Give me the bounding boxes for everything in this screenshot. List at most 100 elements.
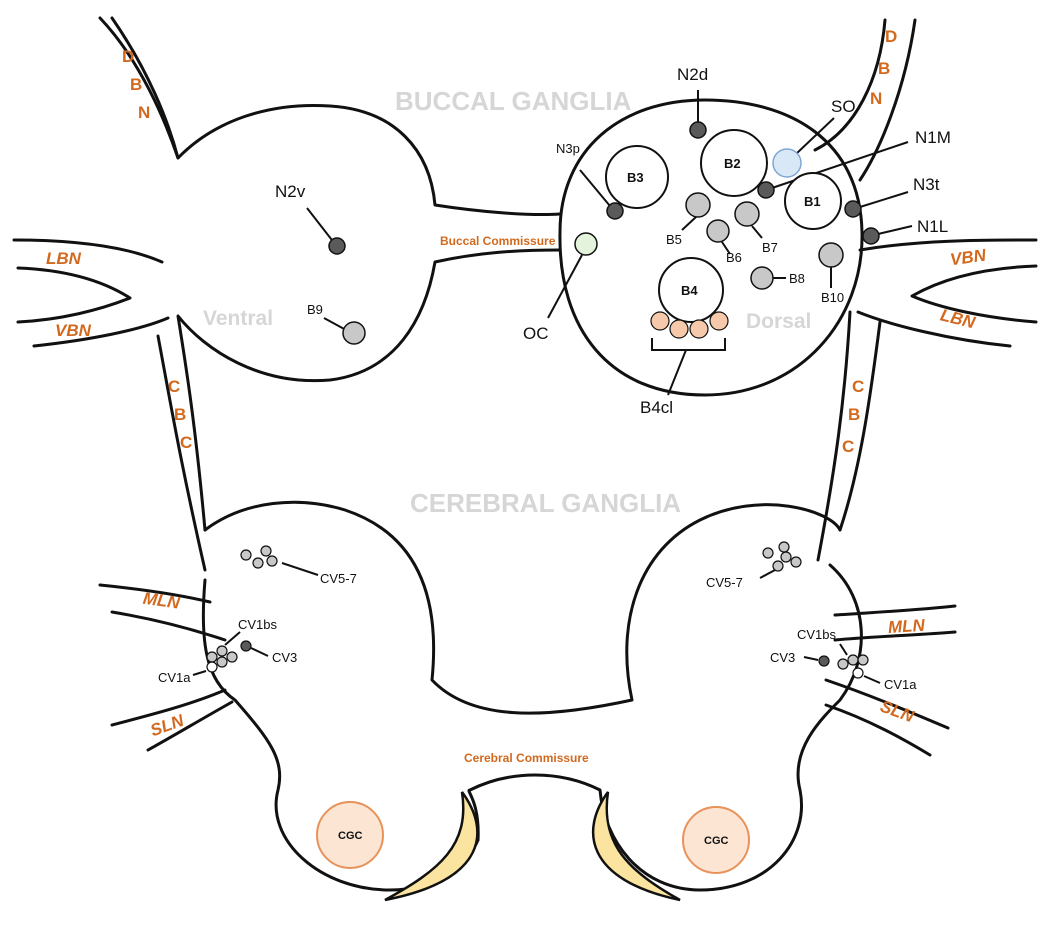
dbn-right-n: N	[870, 89, 882, 108]
ventral-label: Ventral	[203, 307, 273, 330]
right-cerebral-arms-top	[835, 606, 955, 615]
cv1bs-right-label: CV1bs	[797, 627, 837, 642]
cerebral-title: CEREBRAL GANGLIA	[410, 488, 681, 518]
dbn-left-n: N	[138, 103, 150, 122]
cv57-right-cell-4	[791, 557, 801, 567]
sln-right-label: SLN	[878, 697, 917, 727]
dorsal-label: Dorsal	[746, 310, 811, 333]
b4cl-cell-4	[710, 312, 728, 330]
b5-label: B5	[666, 232, 682, 247]
b6-label: B6	[726, 250, 742, 265]
buccal-commissure-label: Buccal Commissure	[440, 234, 556, 248]
left-dbn-inner	[112, 18, 178, 158]
right-buccal-upper-arm	[860, 240, 1036, 250]
buccal-title: BUCCAL GANGLIA	[395, 86, 632, 116]
cv57-left-cell-3	[267, 556, 277, 566]
b7-cell	[735, 202, 759, 226]
cerebral-commissure-label: Cerebral Commissure	[464, 751, 589, 765]
b4cl-cell-3	[690, 320, 708, 338]
b4cl-label: B4cl	[640, 398, 673, 417]
b5-cell	[686, 193, 710, 217]
b9-lead	[324, 318, 346, 330]
n2v-cell	[329, 238, 345, 254]
cv3-right-label: CV3	[770, 650, 795, 665]
cv1bs-right-lead	[840, 644, 847, 655]
left-crescent	[385, 792, 477, 900]
mln-left-label: MLN	[142, 589, 182, 613]
n1l-lead	[878, 226, 912, 234]
cbc-right-b: B	[848, 405, 860, 424]
n3t-label: N3t	[913, 175, 940, 194]
b10-label: B10	[821, 290, 844, 305]
cv3-left-label: CV3	[272, 650, 297, 665]
n1m-label: N1M	[915, 128, 951, 147]
cv1a-right-lead	[864, 676, 880, 683]
cv1bs-right-cell-3	[858, 655, 868, 665]
cbc-left-b: B	[174, 405, 186, 424]
cv1bs-left-cell-4	[217, 657, 227, 667]
n2v-label: N2v	[275, 182, 306, 201]
cv57-right-cell-1	[763, 548, 773, 558]
cbc-left-c1: C	[168, 377, 180, 396]
b3-label: B3	[627, 170, 644, 185]
cv1a-right-label: CV1a	[884, 677, 917, 692]
cv1a-left-label: CV1a	[158, 670, 191, 685]
cv1bs-left-label: CV1bs	[238, 617, 278, 632]
cv57-right-cell-3	[781, 552, 791, 562]
vbn-right-label: VBN	[949, 245, 988, 269]
lbn-right-label: LBN	[938, 305, 977, 332]
n3p-label: N3p	[556, 141, 580, 156]
cv1a-right-cell	[853, 668, 863, 678]
cv1a-left-lead	[193, 671, 206, 675]
n1l-cell	[863, 228, 879, 244]
b10-cell	[819, 243, 843, 267]
b9-cell	[343, 322, 365, 344]
b9-label: B9	[307, 302, 323, 317]
n2d-label: N2d	[677, 65, 708, 84]
cv1bs-left-cell-3	[227, 652, 237, 662]
cv57-right-label: CV5-7	[706, 575, 743, 590]
b2-label: B2	[724, 156, 741, 171]
left-buccal-outline	[100, 18, 560, 215]
cv57-left-cell-2	[261, 546, 271, 556]
n3t-lead	[860, 192, 908, 207]
b4-label: B4	[681, 283, 698, 298]
b1-label: B1	[804, 194, 821, 209]
cv1bs-left-lead	[225, 632, 240, 645]
b4cl-cell-1	[651, 312, 669, 330]
lbn-left-label: LBN	[46, 249, 82, 268]
cv57-left-lead	[282, 563, 318, 575]
left-cerebral-outline	[205, 502, 840, 713]
cv1bs-right-cell-1	[838, 659, 848, 669]
vbn-left-label: VBN	[55, 321, 92, 340]
b4cl-cell-2	[670, 320, 688, 338]
cgc-left-label: CGC	[338, 830, 363, 842]
oc-cell	[575, 233, 597, 255]
cv1bs-left-cell-2	[217, 646, 227, 656]
left-buccal-notch	[18, 268, 130, 322]
b7-label: B7	[762, 240, 778, 255]
cv1bs-right-cell-2	[848, 655, 858, 665]
dbn-right-d: D	[885, 27, 897, 46]
cbc-right-c1: C	[852, 377, 864, 396]
b8-cell	[751, 267, 773, 289]
cv57-right-cell-2	[779, 542, 789, 552]
right-dbn-inner	[815, 20, 885, 150]
left-buccal-upper-arm	[14, 240, 162, 262]
oc-label: OC	[523, 324, 549, 343]
left-cerebral-arms-mid	[112, 612, 225, 640]
mln-right-label: MLN	[887, 616, 926, 638]
cv57-left-label: CV5-7	[320, 571, 357, 586]
so-cell	[773, 149, 801, 177]
n3p-cell	[607, 203, 623, 219]
dbn-left-b: B	[130, 75, 142, 94]
cv3-left-cell	[241, 641, 251, 651]
cbc-left-c2: C	[180, 433, 192, 452]
cerebral-commissure-lower	[469, 565, 861, 890]
cv57-left-cell-4	[241, 550, 251, 560]
cbc-right-c2: C	[842, 437, 854, 456]
cgc-right-label: CGC	[704, 835, 729, 847]
so-label: SO	[831, 97, 856, 116]
n3t-cell	[845, 201, 861, 217]
